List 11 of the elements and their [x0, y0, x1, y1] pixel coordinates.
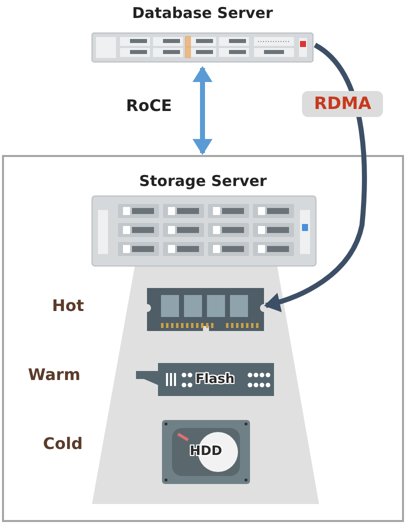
double-arrow: [192, 66, 212, 155]
tier-label: Warm: [28, 365, 80, 384]
server-title: Database Server: [131, 4, 274, 22]
server-title: Storage Server: [138, 172, 268, 190]
device-label: Flash: [194, 372, 236, 386]
curved-arrow: [264, 42, 367, 312]
memory-module-drawing: [147, 288, 264, 331]
edge-label: RDMA: [302, 91, 384, 117]
tier-label: Cold: [43, 434, 83, 453]
storage-server-frame: [2, 155, 404, 522]
tier-label: Hot: [52, 296, 84, 315]
